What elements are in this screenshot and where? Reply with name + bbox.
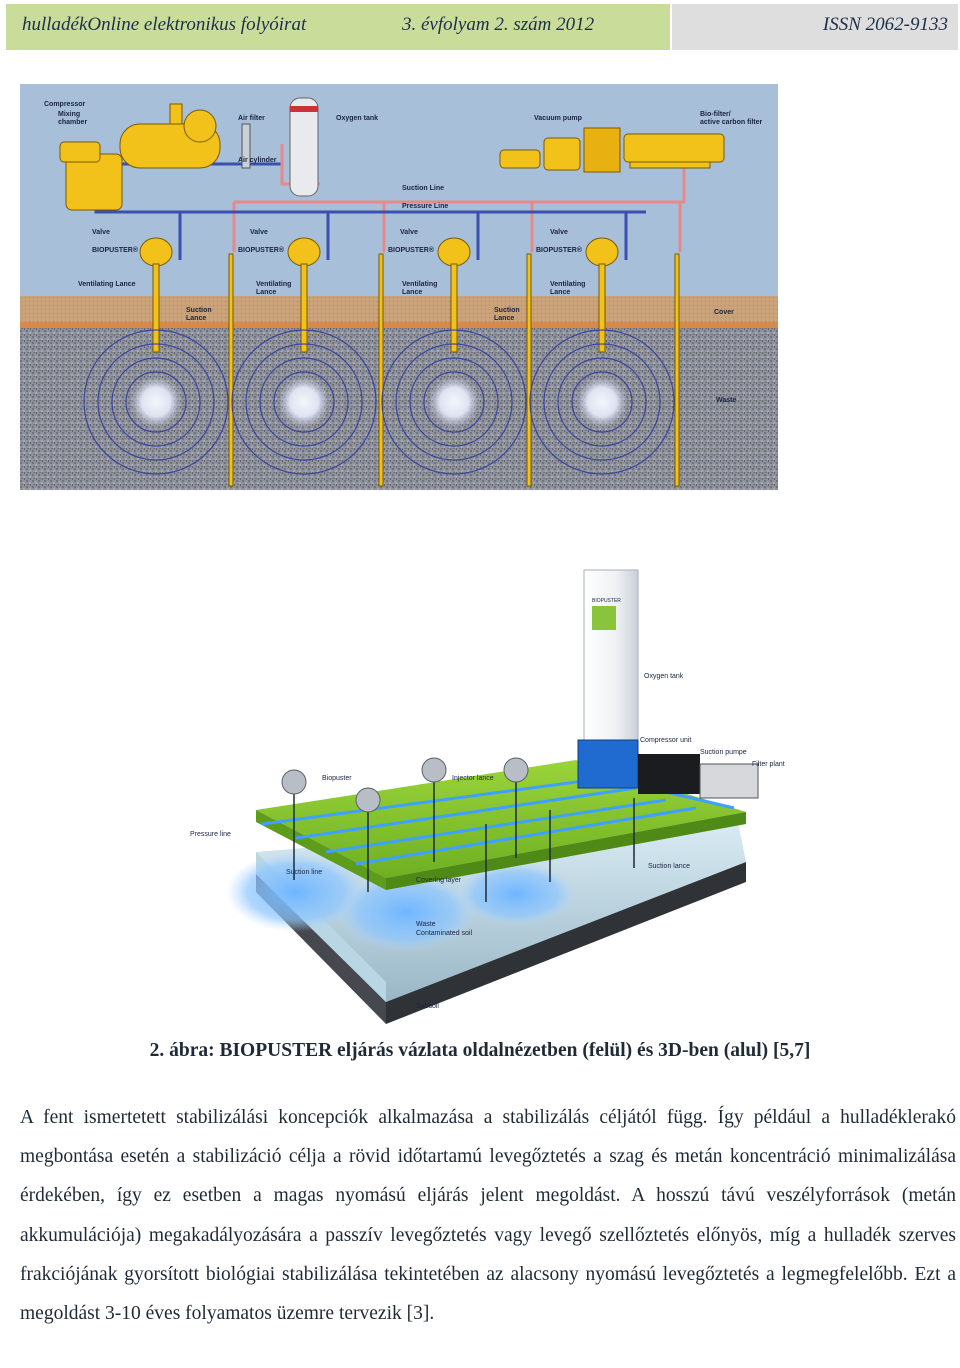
label-injector-lance: Injector lance xyxy=(452,775,494,782)
label-air-filter: Air filter xyxy=(238,115,265,122)
label-bio-filter-1: Bio-filter/ xyxy=(700,111,731,118)
body-paragraph: A fent ismertetett stabilizálási koncepc… xyxy=(20,1098,956,1333)
header-left-band: hulladékOnline elektronikus folyóirat 3.… xyxy=(6,4,670,50)
label-oxygen-tank: Oxygen tank xyxy=(644,673,684,680)
label-subsoil: Subsoil xyxy=(416,1003,439,1010)
label-biopuster-2: BIOPUSTER® xyxy=(238,246,285,254)
label-valve-1: Valve xyxy=(92,229,110,236)
label-pressure-line: Pressure Line xyxy=(402,203,448,210)
label-valve-4: Valve xyxy=(550,229,568,236)
label-lance-2: Lance xyxy=(256,289,276,296)
label-oxygen-tank: Oxygen tank xyxy=(336,115,378,122)
label-suction-line: Suction Line xyxy=(402,185,444,192)
label-contaminated-soil: Contaminated soil xyxy=(416,930,472,937)
journal-title: hulladékOnline elektronikus folyóirat xyxy=(22,14,306,36)
oxygen-tank-column xyxy=(584,570,638,750)
label-suction-lance: Suction lance xyxy=(648,863,690,870)
cover-strip xyxy=(20,322,778,328)
label-lance-3: Lance xyxy=(402,289,422,296)
label-ventilating-4: Ventilating xyxy=(550,281,585,288)
label-biopuster-1: BIOPUSTER® xyxy=(92,246,139,254)
label-suction-pumpe: Suction pumpe xyxy=(700,749,747,756)
label-valve-2: Valve xyxy=(250,229,268,236)
cover-layer xyxy=(20,296,778,326)
label-biopuster: Biopuster xyxy=(322,775,352,782)
label-vacuum-pump: Vacuum pump xyxy=(534,115,582,122)
figure-side-view: Compressor Mixing chamber Air filter Air… xyxy=(20,84,778,490)
label-covering-layer: Covering layer xyxy=(416,877,462,884)
label-pressure-line: Pressure line xyxy=(190,831,231,838)
suction-pump-unit xyxy=(638,754,700,794)
label-cover: Cover xyxy=(714,309,734,316)
label-compressor-unit: Compressor unit xyxy=(640,737,691,744)
label-suction-lance-1: Lance xyxy=(186,315,206,322)
label-ventilating-2: Ventilating xyxy=(256,281,291,288)
label-valve-3: Valve xyxy=(400,229,418,236)
label-ventilating-3: Ventilating xyxy=(402,281,437,288)
bio-filter xyxy=(624,134,724,168)
page-header: hulladékOnline elektronikus folyóirat 3.… xyxy=(6,4,958,50)
compressor-unit xyxy=(578,740,638,788)
label-mixing-1: Mixing xyxy=(58,111,80,118)
label-filter-plant: Filter plant xyxy=(752,761,785,768)
label-suction-lance-2: Lance xyxy=(494,315,514,322)
label-brand: BIOPUSTER xyxy=(592,598,621,604)
sky-background xyxy=(20,84,778,296)
label-waste: Waste xyxy=(716,397,736,404)
filter-plant-unit xyxy=(700,764,758,798)
figure-caption: 2. ábra: BIOPUSTER eljárás vázlata oldal… xyxy=(0,1040,960,1062)
label-lance-4: Lance xyxy=(550,289,570,296)
label-waste: Waste xyxy=(416,921,436,928)
label-air-cylinder: Air cylinder xyxy=(238,157,277,164)
header-right-band: ISSN 2062-9133 xyxy=(672,4,958,50)
label-suction-2: Suction xyxy=(494,307,520,314)
figure-3d-view: BIOPUSTER Oxygen tank Compressor unit Su… xyxy=(186,562,796,1032)
label-compressor: Compressor xyxy=(44,101,86,108)
label-suction-line: Suction line xyxy=(286,869,322,876)
label-mixing-2: chamber xyxy=(58,119,87,126)
oxygen-tank xyxy=(290,98,318,196)
label-ventilating-lance: Ventilating Lance xyxy=(78,281,136,288)
label-biopuster-3: BIOPUSTER® xyxy=(388,246,435,254)
issue-info: 3. évfolyam 2. szám 2012 xyxy=(402,14,594,36)
label-bio-filter-2: active carbon filter xyxy=(700,119,763,126)
label-biopuster-4: BIOPUSTER® xyxy=(536,246,583,254)
label-suction-1: Suction xyxy=(186,307,212,314)
issn: ISSN 2062-9133 xyxy=(823,14,948,36)
